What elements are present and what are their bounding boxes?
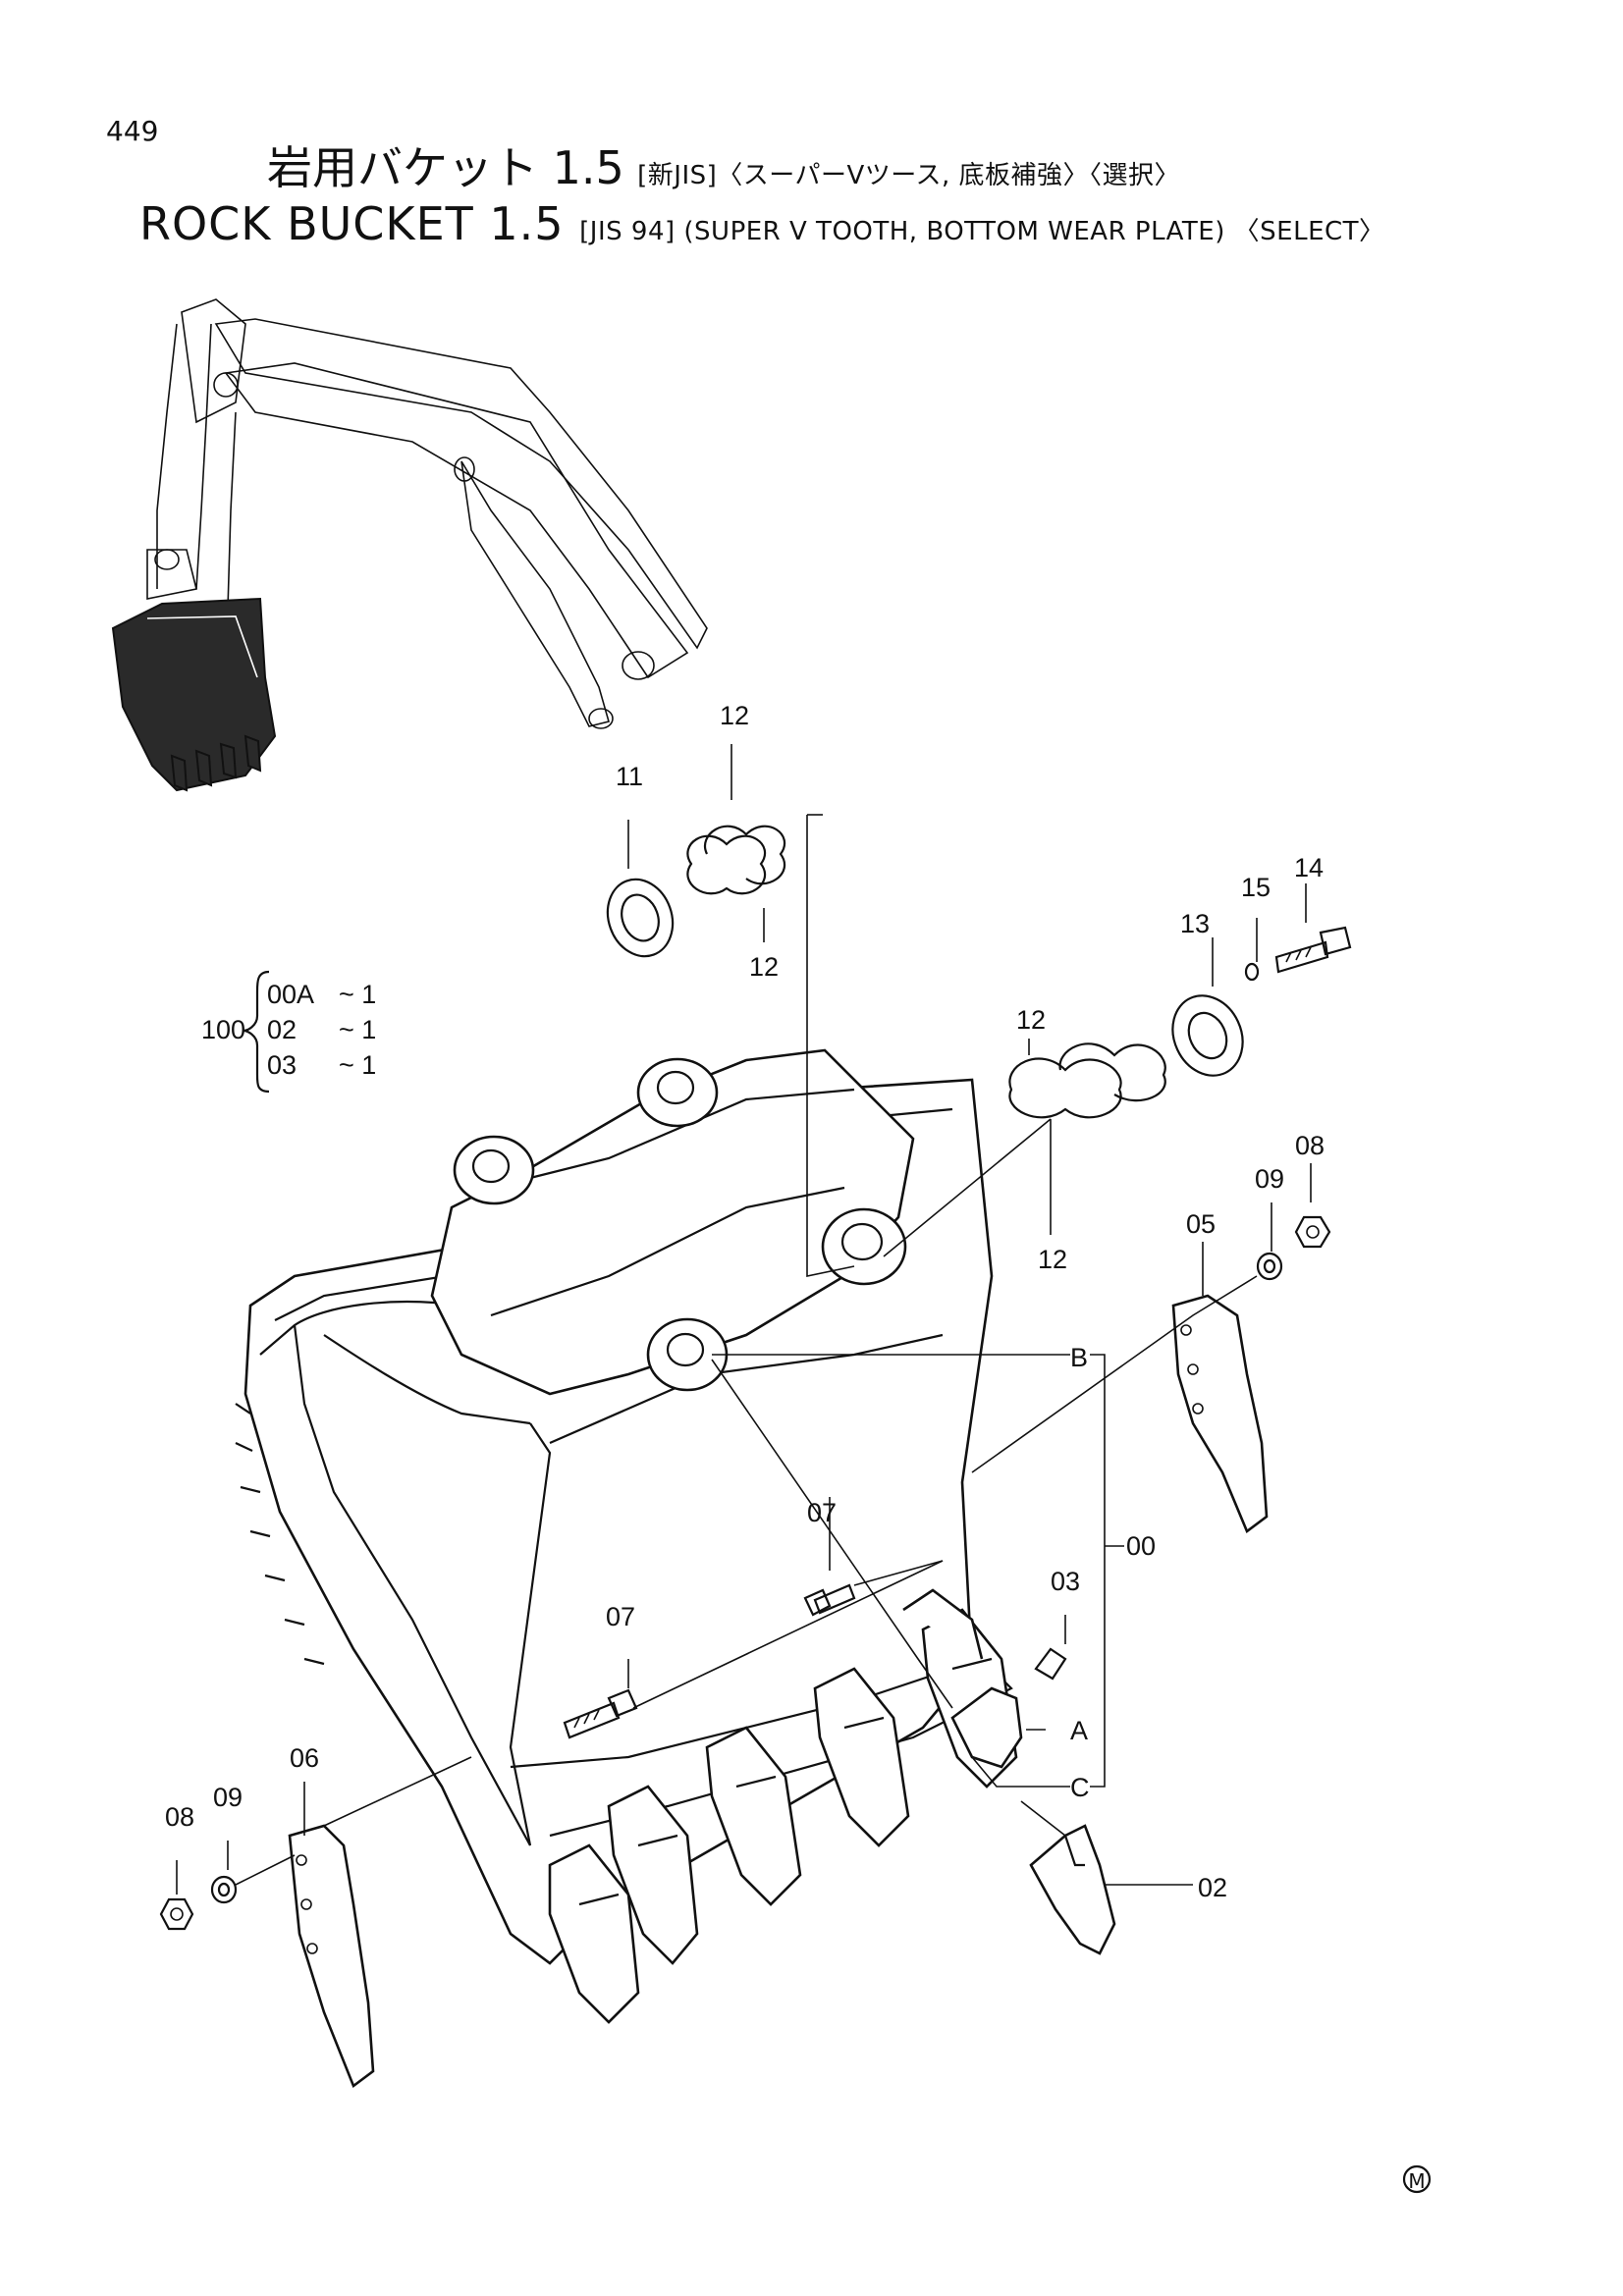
mark-letter: M [1408, 2169, 1425, 2193]
callout-B: B [1070, 1343, 1088, 1372]
callout-12-top: 12 [720, 701, 749, 730]
callout-09-left: 09 [213, 1783, 243, 1812]
callout-02: 02 [1198, 1873, 1227, 1902]
callout-08-right: 08 [1295, 1131, 1325, 1160]
bolt-07-upper [803, 1583, 856, 1617]
title-english: ROCK BUCKET 1.5 [JIS 94] (SUPER V TOOTH,… [139, 201, 1385, 246]
title-japanese: 岩用バケット 1.5 [新JIS]〈スーパーVツース, 底板補強〉〈選択〉 [267, 145, 1180, 190]
assembly-row-part: 00A [267, 980, 314, 1009]
side-cutter-left [288, 1824, 375, 2089]
callout-05: 05 [1186, 1209, 1216, 1239]
lock-pin-03 [1034, 1647, 1067, 1681]
callout-A: A [1070, 1716, 1088, 1745]
bucket-teeth [548, 1588, 1018, 2024]
bolt-07-lower [563, 1688, 638, 1739]
callout-07-lower: 07 [606, 1602, 635, 1631]
callout-08-left: 08 [165, 1802, 194, 1832]
callout-03: 03 [1051, 1567, 1080, 1596]
title-japanese-main: 岩用バケット 1.5 [267, 141, 624, 194]
assembly-row-qty: ~ 1 [339, 980, 376, 1009]
title-english-detail: [JIS 94] (SUPER V TOOTH, BOTTOM WEAR PLA… [579, 217, 1385, 246]
title-japanese-detail: [新JIS]〈スーパーVツース, 底板補強〉〈選択〉 [637, 161, 1181, 190]
callout-15: 15 [1241, 873, 1271, 902]
callout-07-upper: 07 [807, 1498, 837, 1527]
assembly-parent: 100 [201, 1015, 245, 1044]
assembly-table: 100 00A ~ 1 02 ~ 1 03 ~ 1 [201, 970, 376, 1094]
callout-14: 14 [1294, 853, 1324, 882]
washer-nut-left [159, 1875, 238, 1931]
callout-12-right-bottom: 12 [1038, 1245, 1067, 1274]
loose-tooth-02 [1029, 1824, 1116, 1955]
callout-09-right: 09 [1255, 1164, 1284, 1194]
callout-C: C [1070, 1773, 1090, 1802]
excavator-arm-illustration [111, 298, 708, 792]
pin-ring-group-right [1008, 926, 1352, 1119]
bucket-body [235, 1048, 1013, 1965]
assembly-row-qty: ~ 1 [339, 1050, 376, 1080]
circled-m-mark: M [1402, 2164, 1432, 2194]
pin-ring-group-top [606, 825, 786, 958]
callout-06: 06 [290, 1743, 319, 1773]
title-english-main: ROCK BUCKET 1.5 [139, 197, 565, 250]
leader-lines [176, 744, 1312, 1895]
callout-12-right-top: 12 [1016, 1005, 1046, 1035]
callout-11: 11 [616, 762, 643, 791]
assembly-row-part: 03 [267, 1050, 297, 1080]
washer-nut-right [1256, 1215, 1331, 1281]
assembly-row-qty: ~ 1 [339, 1015, 376, 1044]
assembly-row-part: 02 [267, 1015, 297, 1044]
page-number: 449 [106, 115, 159, 147]
callout-00: 00 [1126, 1531, 1156, 1561]
callout-13: 13 [1180, 909, 1210, 938]
side-cutter-right [1171, 1294, 1269, 1534]
callout-12-mid: 12 [749, 952, 779, 982]
